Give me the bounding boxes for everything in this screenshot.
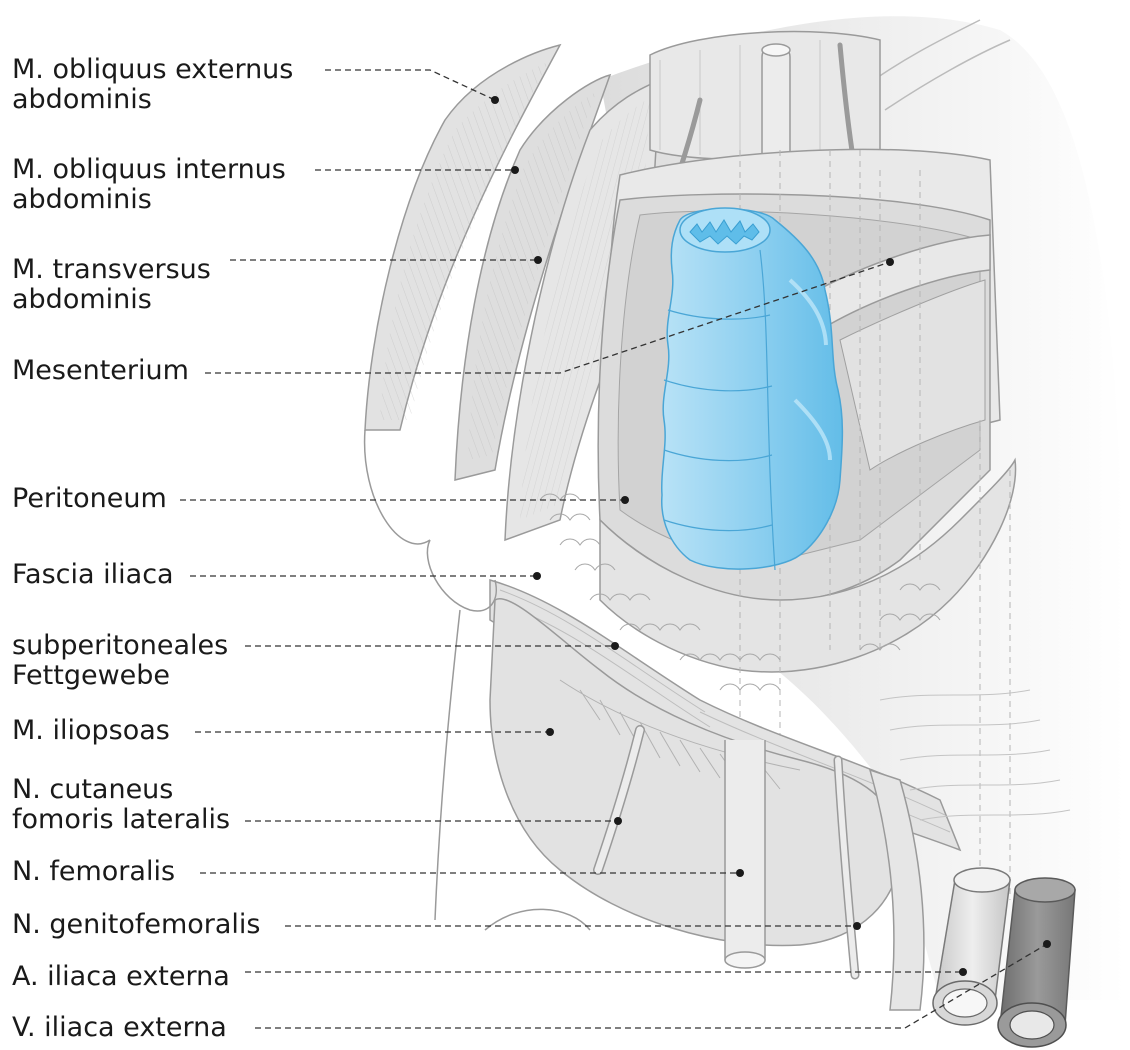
label-line: M. obliquus externus <box>12 55 293 85</box>
label-a-iliaca: A. iliaca externa <box>12 962 230 992</box>
dot-v-iliaca <box>1043 940 1051 948</box>
dot-obliquus-internus <box>511 166 519 174</box>
label-peritoneum: Peritoneum <box>12 484 167 514</box>
label-line: M. transversus <box>12 255 211 285</box>
dot-transversus <box>534 256 542 264</box>
dot-iliopsoas <box>546 728 554 736</box>
label-femoralis: N. femoralis <box>12 857 175 887</box>
label-line: V. iliaca externa <box>12 1013 227 1043</box>
label-line: subperitoneales <box>12 631 228 661</box>
dot-a-iliaca <box>959 968 967 976</box>
label-line: Fettgewebe <box>12 661 228 691</box>
label-fascia-iliaca: Fascia iliaca <box>12 560 174 590</box>
label-iliopsoas: M. iliopsoas <box>12 716 170 746</box>
label-line: fomoris lateralis <box>12 805 230 835</box>
label-line: abdominis <box>12 85 293 115</box>
label-line: abdominis <box>12 285 211 315</box>
label-v-iliaca: V. iliaca externa <box>12 1013 227 1043</box>
label-line: N. genitofemoralis <box>12 910 260 940</box>
dot-femoralis <box>736 869 744 877</box>
dot-mesenterium <box>886 258 894 266</box>
colon <box>662 208 843 570</box>
label-obliquus-internus: M. obliquus internus abdominis <box>12 155 286 215</box>
dot-subperitoneales <box>611 642 619 650</box>
label-subperitoneales: subperitoneales Fettgewebe <box>12 631 228 691</box>
label-line: N. cutaneus <box>12 775 230 805</box>
label-line: Fascia iliaca <box>12 560 174 590</box>
label-mesenterium: Mesenterium <box>12 356 189 386</box>
dot-fascia-iliaca <box>533 572 541 580</box>
label-line: Mesenterium <box>12 356 189 386</box>
label-line: abdominis <box>12 185 286 215</box>
dot-peritoneum <box>621 496 629 504</box>
dot-cutaneus <box>614 817 622 825</box>
label-line: A. iliaca externa <box>12 962 230 992</box>
label-line: Peritoneum <box>12 484 167 514</box>
dot-obliquus-externus <box>491 96 499 104</box>
label-cutaneus: N. cutaneus fomoris lateralis <box>12 775 230 835</box>
dot-genitofemoralis <box>853 922 861 930</box>
label-line: M. iliopsoas <box>12 716 170 746</box>
label-line: M. obliquus internus <box>12 155 286 185</box>
label-line: N. femoralis <box>12 857 175 887</box>
label-genitofemoralis: N. genitofemoralis <box>12 910 260 940</box>
label-transversus: M. transversus abdominis <box>12 255 211 315</box>
label-obliquus-externus: M. obliquus externus abdominis <box>12 55 293 115</box>
